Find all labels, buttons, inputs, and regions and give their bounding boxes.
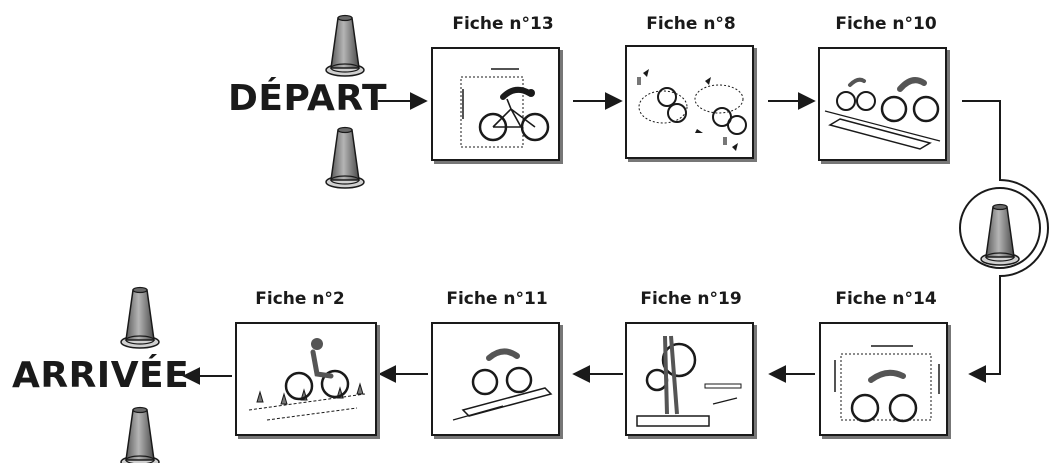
cone-icon [120,406,160,463]
bike-gate-illustration [834,345,940,423]
fiche-title: Fiche n°13 [452,14,554,34]
cone-icon [325,14,365,77]
fiche-card [235,322,377,436]
fiche-title: Fiche n°8 [646,14,736,34]
fiche-card [625,322,754,436]
fiche-card [431,322,560,436]
fiche-title: Fiche n°19 [640,289,742,309]
bike-slalom-illustration [637,69,747,151]
bike-gate-illustration [460,68,550,148]
fiche-card [819,322,948,436]
fiche-title: Fiche n°14 [835,289,937,309]
bike-plank-illustration [824,77,941,150]
fiche-title: Fiche n°10 [835,14,937,34]
cone-icon [120,286,160,349]
bike-plank-illustration [452,348,553,421]
fiche-card [625,45,754,159]
finish-label: ARRIVÉE [12,355,190,396]
bike-carry-illustration [636,335,742,427]
fiche-card [431,47,560,161]
fiche-title: Fiche n°11 [446,289,548,309]
cone-icon [325,126,365,189]
fiche-card [818,47,947,161]
start-label: DÉPART [228,78,388,119]
connector-right [962,100,1049,383]
bike-cones-illustration [248,338,366,421]
fiche-title: Fiche n°2 [255,289,345,309]
